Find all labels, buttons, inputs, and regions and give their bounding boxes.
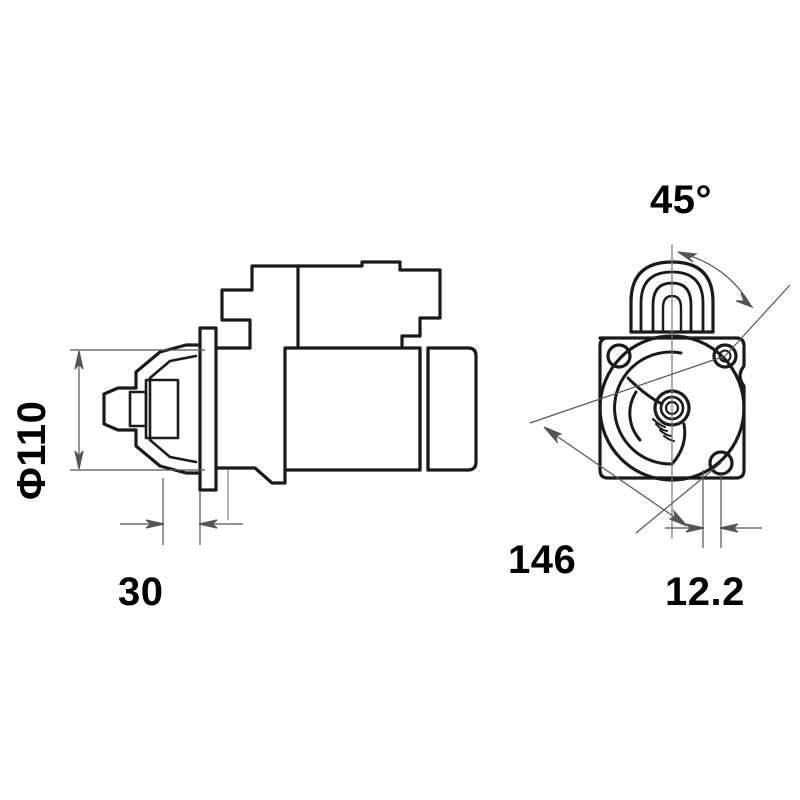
dimension-label-mounting-span: 146 [508, 538, 577, 582]
drive-recess-inner-arc [628, 390, 642, 442]
arrowhead-146-start [543, 426, 563, 445]
arrowhead-45-end [735, 292, 754, 309]
ext-line-146-upper [529, 355, 726, 424]
angle-ray-45 [724, 284, 791, 357]
drive-spiral-arm-lower [670, 422, 687, 466]
pinion-shaft [128, 390, 148, 428]
dimension-30 [120, 478, 243, 545]
dimension-label-mount-angle: 45° [650, 178, 712, 222]
dimension-45-degree [677, 251, 791, 357]
motor-endcap-band [426, 346, 478, 472]
mounting-flange-plate [198, 326, 218, 492]
ext-line-146-lower [635, 462, 722, 534]
dimension-label-flange-thickness: 30 [118, 570, 164, 614]
mounting-hole-top-right [712, 343, 738, 369]
motor-body-outline [283, 346, 422, 472]
drive-recess-arc [613, 350, 683, 466]
dimension-12-2 [665, 470, 762, 548]
dimension-label-flange-diameter: Φ110 [10, 400, 54, 500]
flange-body-shoulder [214, 466, 287, 485]
dimension-146 [529, 355, 726, 534]
nose-cone-inner-yoke [148, 354, 198, 464]
dimension-label-hole-offset: 12.2 [665, 570, 745, 614]
pinion-teeth-detail [652, 418, 675, 442]
dimension-phi110 [70, 349, 205, 471]
arrowhead-phi110-bottom [74, 450, 84, 470]
arrowhead-146-end [668, 508, 688, 527]
arrowhead-phi110-top [74, 350, 84, 370]
arrowhead-122-right [719, 523, 739, 533]
mounting-hole-top-left [606, 343, 632, 369]
side-view-group [102, 260, 478, 521]
nose-tip-edge [102, 386, 120, 396]
solenoid-housing-outline [220, 260, 442, 350]
arrowhead-45-start [677, 251, 698, 263]
dim-line-146 [544, 427, 687, 526]
arrowhead-122-left [685, 523, 705, 533]
nose-cone-outline [102, 343, 202, 475]
drive-spiral-arm-upper [626, 376, 664, 406]
front-view-group [598, 244, 746, 539]
arrowhead-30-right [198, 519, 218, 529]
mounting-flange-outline [598, 336, 746, 480]
pinion-collar [144, 378, 180, 440]
arrowhead-30-left [145, 519, 165, 529]
